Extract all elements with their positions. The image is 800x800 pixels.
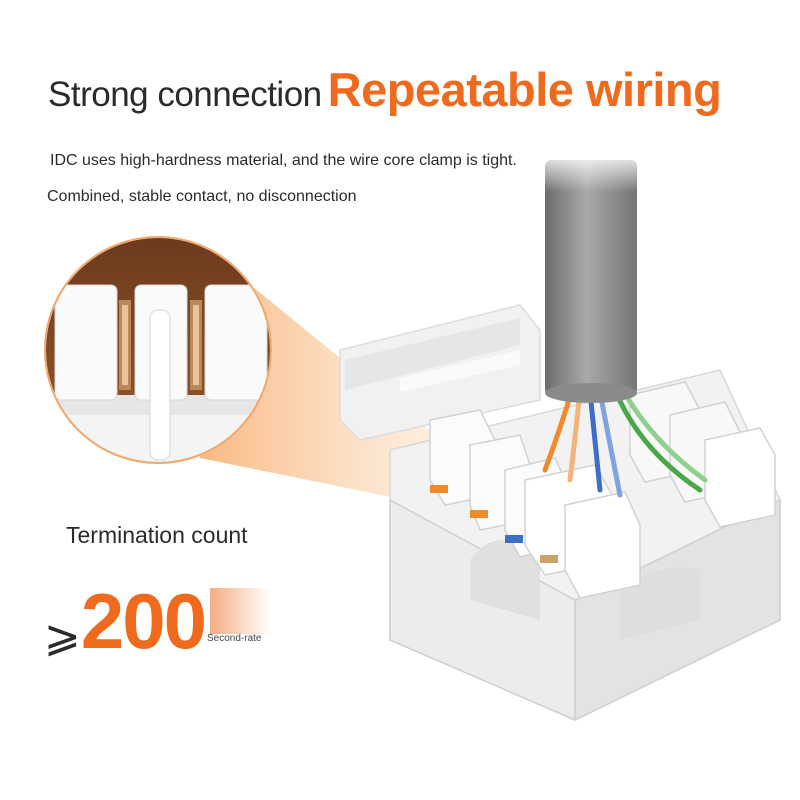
termination-value: 200 — [80, 577, 207, 665]
idc-blocks — [429, 381, 776, 599]
subtitle-line-1: IDC uses high-hardness material, and the… — [50, 152, 517, 169]
headline-accent: Repeatable wiring — [327, 63, 722, 116]
termination-unit: Second-rate — [207, 633, 262, 644]
termination-label: Termination count — [66, 522, 248, 548]
zoom-beam — [200, 244, 478, 510]
headline-primary: Strong connection — [48, 75, 322, 114]
subtitle-line-2: Combined, stable contact, no disconnecti… — [47, 188, 357, 205]
network-cable — [540, 150, 642, 403]
greater-equal-symbol: ⩾ — [44, 611, 81, 662]
zoom-detail-circle — [44, 236, 272, 464]
